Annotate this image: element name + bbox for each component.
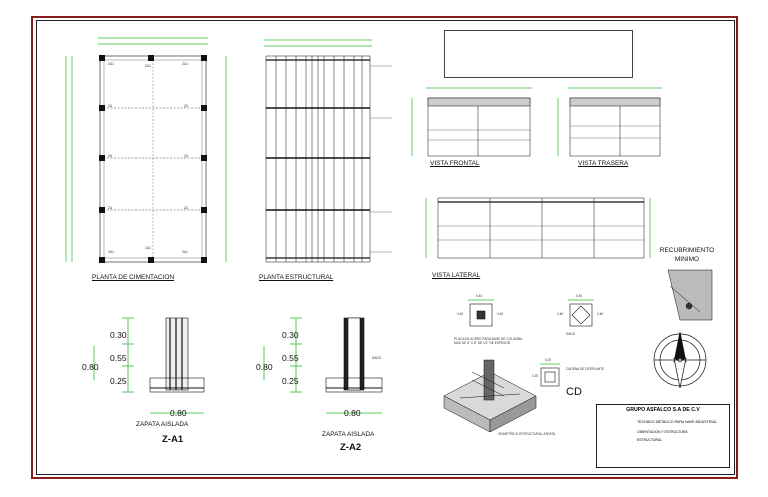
footing-label: ZA1 <box>182 62 188 66</box>
footing-a2-width: 0.80 <box>344 408 361 418</box>
general-notes-box <box>444 30 633 78</box>
chain-code: CD <box>566 386 582 398</box>
project-name: TECHADO METALICO PARA NAVE INDUSTRIAL <box>637 420 717 424</box>
north-arrow-icon <box>653 331 707 389</box>
chain-dim-top: 0.20 <box>545 358 552 362</box>
isometric-footing <box>443 359 537 433</box>
footing-label: ZA <box>184 154 189 158</box>
structural-plan-title: PLANTA ESTRUCTURAL <box>259 274 334 281</box>
dado-detail <box>569 303 593 327</box>
title-block: GRUPO ASFALCO S.A DE C.V TECHADO METALIC… <box>596 404 730 468</box>
dado-dim-top: 0.40 <box>576 294 583 298</box>
footing-a2-dim-1: 0.30 <box>282 330 299 340</box>
footing-label: ZA <box>108 154 113 158</box>
base-plate-note: PLACA DE ACERO PARA BASE DE COLUMNA MAS … <box>454 337 523 345</box>
footing-a1-dims <box>93 317 204 414</box>
footing-a2-code: Z-A2 <box>340 442 362 453</box>
footing-label: ZA <box>108 206 113 210</box>
footing-a1-total-height: 0.80 <box>82 362 99 372</box>
sheet-type: ESTRUCTURAL <box>637 438 663 442</box>
structural-plan-drawing <box>265 55 371 263</box>
plate-dim-left: 0.40 <box>457 312 464 316</box>
footing-a1-dim-1: 0.30 <box>110 330 127 340</box>
foundation-plan-drawing <box>99 55 207 263</box>
footing-label: ZA1 <box>108 62 114 66</box>
footing-label: ZA1 <box>108 250 114 254</box>
dado-dim-left: 0.40 <box>557 312 564 316</box>
footing-label: ZA1 <box>145 64 151 68</box>
foundation-dim-lines <box>65 37 227 262</box>
company-name: GRUPO ASFALCO S.A DE C.V <box>626 407 700 413</box>
dado-label: DADO <box>372 356 382 360</box>
footing-a2-dim-2: 0.55 <box>282 353 299 363</box>
structural-callouts <box>370 65 392 253</box>
footing-a2-dim-3: 0.25 <box>282 376 299 386</box>
isometric-note: ISOMETRICO ESTRUCTURAL ZAPATA <box>498 432 556 436</box>
chain-title: CADENA DE DESPLANTE <box>566 367 605 371</box>
side-view-drawing <box>437 197 645 259</box>
footing-a1-drawing <box>149 317 205 393</box>
footing-a1-dim-2: 0.55 <box>110 353 127 363</box>
cover-detail <box>667 269 713 321</box>
sheet-content: CIMENTACION Y ESTRUCTURA <box>637 430 688 434</box>
base-plate-detail <box>469 303 493 327</box>
footing-a2-total-height: 0.80 <box>256 362 273 372</box>
plate-dim-top: 0.40 <box>476 294 483 298</box>
chain-detail <box>540 367 560 387</box>
side-view-title: VISTA LATERAL <box>432 272 481 279</box>
dado-label: DADO <box>566 332 576 336</box>
rear-view-title: VISTA TRASERA <box>578 160 629 167</box>
footing-a1-code: Z-A1 <box>162 434 184 445</box>
footing-label: ZA1 <box>145 246 151 250</box>
foundation-footings <box>99 55 207 263</box>
front-view-drawing <box>427 97 531 157</box>
footing-label: ZA1 <box>182 250 188 254</box>
footing-a1-width: 0.80 <box>170 408 187 418</box>
foundation-plan-title: PLANTA DE CIMENTACION <box>92 274 175 281</box>
footing-a1-dim-3: 0.25 <box>110 376 127 386</box>
structural-dim-lines <box>264 39 372 47</box>
drawing-sheet-border <box>31 16 738 479</box>
dado-dim-right: 0.40 <box>597 312 604 316</box>
plate-dim-right: 0.40 <box>497 312 504 316</box>
rear-view-drawing <box>569 97 661 157</box>
chain-dim-side: 0.20 <box>532 374 539 378</box>
front-view-title: VISTA FRONTAL <box>430 160 480 167</box>
footing-a2-title: ZAPATA AISLADA <box>322 431 375 438</box>
drawing-frame <box>36 20 735 475</box>
footing-a2-drawing <box>325 317 383 393</box>
footing-a2-dims <box>263 317 382 414</box>
footing-label: ZA <box>184 206 189 210</box>
footing-label: ZA <box>184 104 189 108</box>
footing-label: ZA <box>108 104 113 108</box>
footing-a1-title: ZAPATA AISLADA <box>136 421 189 428</box>
min-cover-title: RECUBRIMIENTO MINIMO <box>659 247 715 263</box>
